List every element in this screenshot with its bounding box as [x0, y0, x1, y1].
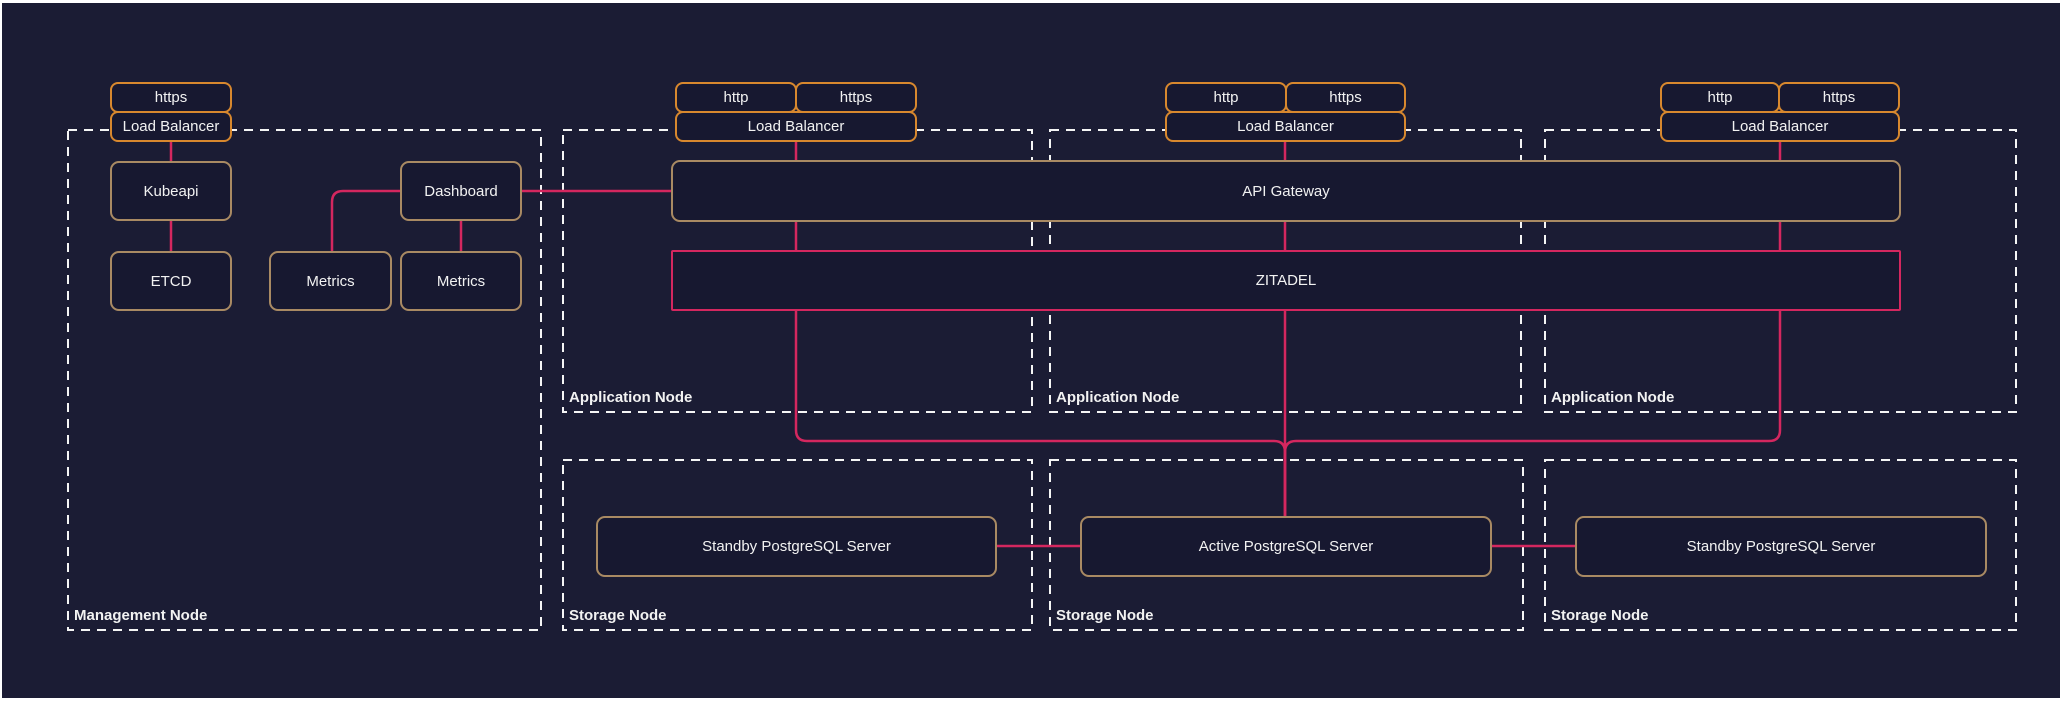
node-mgmt-load-balancer: Load Balancer [110, 111, 232, 142]
edge-zitadel3-to-active-pg [1283, 310, 1782, 517]
edge-dashboard-to-metrics-left [330, 189, 401, 252]
group-label-storage-node-3: Storage Node [1551, 607, 1649, 624]
group-management-node-border [67, 129, 542, 631]
node-kubeapi: Kubeapi [110, 161, 232, 221]
node-active-postgresql: Active PostgreSQL Server [1080, 516, 1492, 577]
node-api-gateway: API Gateway [671, 160, 1901, 222]
group-label-management-node: Management Node [74, 607, 208, 624]
node-app2-http: http [1165, 82, 1287, 113]
node-etcd: ETCD [110, 251, 232, 311]
node-standby-postgresql-right: Standby PostgreSQL Server [1575, 516, 1987, 577]
group-label-application-node-2: Application Node [1056, 389, 1180, 406]
node-app1-load-balancer: Load Balancer [675, 111, 917, 142]
node-mgmt-https: https [110, 82, 232, 113]
group-label-storage-node-2: Storage Node [1056, 607, 1154, 624]
node-metrics-right: Metrics [400, 251, 522, 311]
node-app1-http: http [675, 82, 797, 113]
edge-zitadel1-to-active-pg [794, 310, 1287, 517]
group-label-application-node-1: Application Node [569, 389, 693, 406]
node-app3-http: http [1660, 82, 1780, 113]
node-app3-https: https [1778, 82, 1900, 113]
node-app2-https: https [1285, 82, 1406, 113]
node-zitadel: ZITADEL [671, 250, 1901, 311]
group-label-storage-node-1: Storage Node [569, 607, 667, 624]
node-dashboard: Dashboard [400, 161, 522, 221]
group-label-application-node-3: Application Node [1551, 389, 1675, 406]
node-app3-load-balancer: Load Balancer [1660, 111, 1900, 142]
node-app2-load-balancer: Load Balancer [1165, 111, 1406, 142]
node-standby-postgresql-left: Standby PostgreSQL Server [596, 516, 997, 577]
node-app1-https: https [795, 82, 917, 113]
group-storage-node-1-border [562, 459, 1033, 631]
node-metrics-left: Metrics [269, 251, 392, 311]
